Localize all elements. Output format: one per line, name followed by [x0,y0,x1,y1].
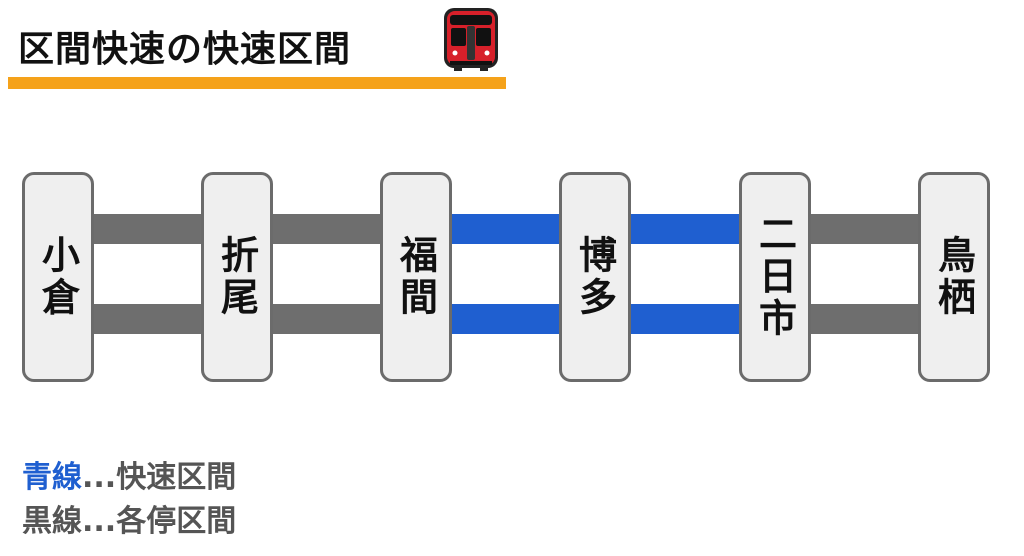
station-box: 博多 [559,172,631,382]
legend-text-local: ...各停区間 [82,504,237,539]
station-name: 小倉 [35,235,80,319]
legend-express: 青線...快速区間 [22,452,236,496]
legend-key-express: 青線 [22,460,82,495]
station-box: 二日市 [739,172,811,382]
rail-local-upper [271,214,382,244]
rail-express-lower [450,304,561,334]
station-name: 福間 [393,235,438,319]
legend-local: 黒線...各停区間 [22,496,236,540]
station-name: 鳥栖 [931,235,976,319]
rail-local-lower [92,304,203,334]
station-name: 折尾 [214,235,259,319]
station-box: 小倉 [22,172,94,382]
legend-text-express: ...快速区間 [82,460,237,495]
station-box: 鳥栖 [918,172,990,382]
rail-local-lower [271,304,382,334]
train-icon [440,6,502,72]
rail-express-lower [629,304,741,334]
rail-express-upper [450,214,561,244]
station-name: 二日市 [752,214,797,340]
station-name: 博多 [572,235,617,319]
rail-local-lower [809,304,920,334]
rail-local-upper [809,214,920,244]
station-box: 福間 [380,172,452,382]
rail-local-upper [92,214,203,244]
title-underline [8,77,506,89]
page-title: 区間快速の快速区間 [18,29,352,70]
rail-express-upper [629,214,741,244]
station-box: 折尾 [201,172,273,382]
legend-key-local: 黒線 [22,504,82,539]
